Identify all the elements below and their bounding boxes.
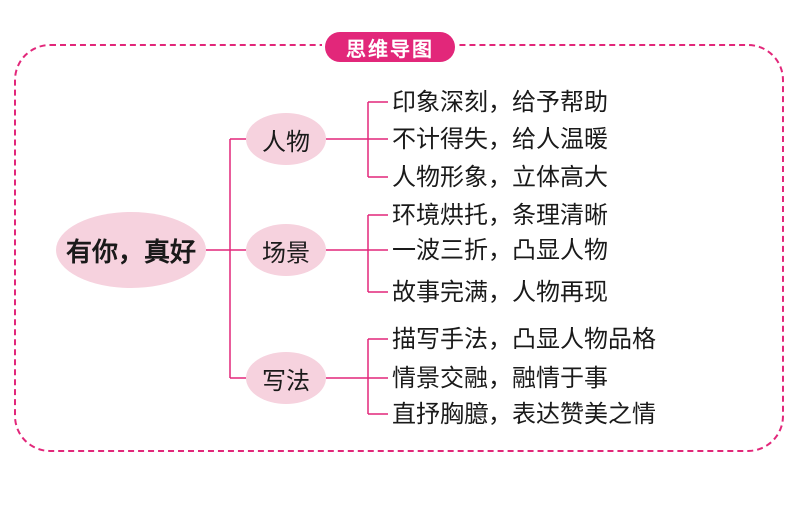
leaf-text: 印象深刻，给予帮助 (392, 88, 608, 116)
leaf-text: 情景交融，融情于事 (392, 364, 608, 392)
leaf-text: 环境烘托，条理清晰 (392, 201, 608, 229)
leaf-text: 故事完满，人物再现 (392, 278, 608, 306)
branch-node-writing-methods: 写法 (246, 352, 326, 404)
title-badge: 思维导图 (322, 30, 458, 64)
mind-map-title: 思维导图 (325, 32, 455, 62)
branch-node-characters: 人物 (246, 113, 326, 165)
leaf-text: 描写手法，凸显人物品格 (392, 325, 656, 353)
leaf-text: 直抒胸臆，表达赞美之情 (392, 400, 656, 428)
branch-node-scenes: 场景 (246, 224, 326, 276)
leaf-text: 一波三折，凸显人物 (392, 236, 608, 264)
leaf-text: 人物形象，立体高大 (392, 163, 608, 191)
leaf-text: 不计得失，给人温暖 (392, 125, 608, 153)
root-node: 有你，真好 (56, 212, 206, 288)
